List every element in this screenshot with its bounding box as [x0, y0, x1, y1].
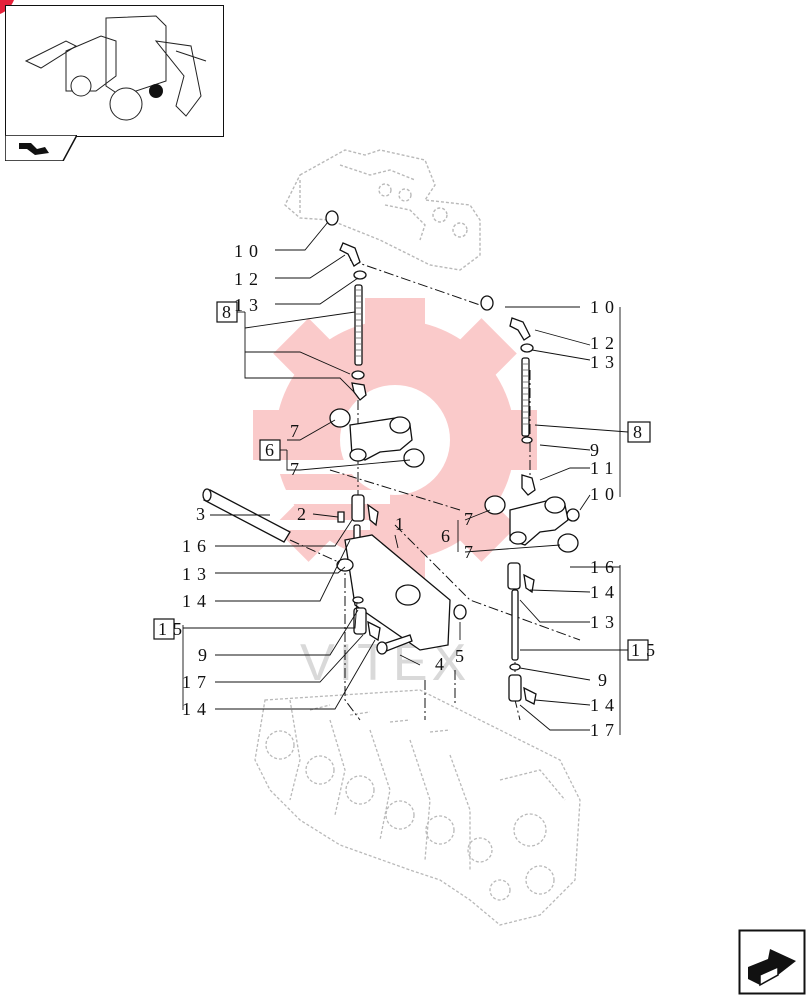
- callout-left-7b: 7: [290, 459, 305, 479]
- callout-right-15: 15: [631, 640, 661, 660]
- callout-right-6: 6: [441, 526, 456, 546]
- bushing-7-left-a: [329, 408, 351, 428]
- callout-right-7b: 7: [464, 542, 479, 562]
- callout-right-7a: 7: [464, 509, 479, 529]
- callout-left-3: 3: [196, 504, 211, 524]
- clevis-right-upper: [507, 562, 521, 590]
- callout-right-11: 11: [590, 458, 619, 478]
- leader-lines: [182, 221, 629, 735]
- rod-left-upper: [354, 284, 363, 366]
- bushing-10-left: [325, 210, 339, 226]
- callout-right-9b: 9: [598, 670, 613, 690]
- callout-right-10: 10: [590, 297, 620, 317]
- callout-left-15: 15: [158, 619, 188, 639]
- callout-left-2: 2: [297, 504, 312, 524]
- washer-13-left: [353, 270, 367, 280]
- next-page-button[interactable]: [738, 929, 806, 995]
- callout-left-9: 9: [198, 645, 213, 665]
- clip-right-upper: [523, 573, 535, 594]
- callout-left-6: 6: [265, 440, 280, 460]
- callout-right-12: 12: [590, 333, 620, 353]
- bushing-7-right-b: [557, 533, 579, 553]
- callout-right-8: 8: [633, 422, 648, 442]
- callout-left-14b: 14: [182, 699, 212, 719]
- pin-2: [337, 511, 345, 523]
- clevis-left-upper: [351, 494, 365, 522]
- bushing-10b-right: [566, 508, 580, 522]
- elbow-left-lower: [351, 382, 367, 401]
- washer-5: [453, 604, 467, 620]
- callout-right-9: 9: [590, 440, 605, 460]
- washer-13-right: [520, 343, 534, 353]
- top-bracket-ghost: [284, 149, 481, 271]
- callout-left-8: 8: [222, 302, 237, 322]
- callout-right-13: 13: [590, 352, 620, 372]
- washer-9-right: [521, 436, 533, 444]
- washer-9b-right: [509, 663, 521, 671]
- callout-left-10: 10: [234, 241, 264, 261]
- clip-left-upper: [367, 503, 379, 527]
- callout-left-17: 17: [182, 672, 212, 692]
- callout-left-14: 14: [182, 591, 212, 611]
- rod-right-upper: [521, 357, 530, 437]
- machine-thumbnail-icon: [24, 15, 207, 121]
- machine-thumbnail[interactable]: [5, 5, 224, 137]
- callout-left-13b: 13: [182, 564, 212, 584]
- elbow-12-left: [339, 242, 361, 267]
- callout-boxes: [153, 301, 651, 661]
- parts-right-stack: [480, 295, 580, 705]
- rod-right-lower: [511, 589, 519, 661]
- callout-right-14b: 14: [590, 695, 620, 715]
- clip-right-lower: [523, 686, 537, 705]
- callout-right-13b: 13: [590, 612, 620, 632]
- callout-right-10b: 10: [590, 484, 620, 504]
- callout-left-4: 4: [435, 654, 450, 674]
- parts-left-stack: [202, 210, 467, 655]
- callout-right-14: 14: [590, 582, 620, 602]
- bushing-7-left-b: [403, 448, 425, 468]
- washer-left-lower: [351, 370, 365, 380]
- clevis-left-lower: [353, 607, 367, 635]
- callout-left-13: 13: [234, 295, 264, 315]
- callout-left-1: 1: [395, 514, 410, 534]
- callout-left-16: 16: [182, 536, 212, 556]
- valve-block-ghost: [254, 689, 581, 926]
- callout-right-17: 17: [590, 720, 620, 740]
- page-tab[interactable]: [4, 134, 79, 162]
- page-tab-icon: [4, 134, 79, 162]
- clip-left-lower: [367, 620, 381, 642]
- bushing-7-right-a: [484, 495, 506, 515]
- elbow-11-right: [521, 474, 536, 496]
- washer-9-left: [352, 596, 364, 604]
- callout-right-16: 16: [590, 557, 620, 577]
- next-page-icon: [738, 929, 806, 995]
- callout-left-12: 12: [234, 269, 264, 289]
- callout-left-7a: 7: [290, 421, 305, 441]
- callout-left-5: 5: [455, 646, 470, 666]
- elbow-12-right: [509, 317, 531, 341]
- clevis-right-lower: [508, 674, 522, 702]
- bushing-10-right: [480, 295, 494, 311]
